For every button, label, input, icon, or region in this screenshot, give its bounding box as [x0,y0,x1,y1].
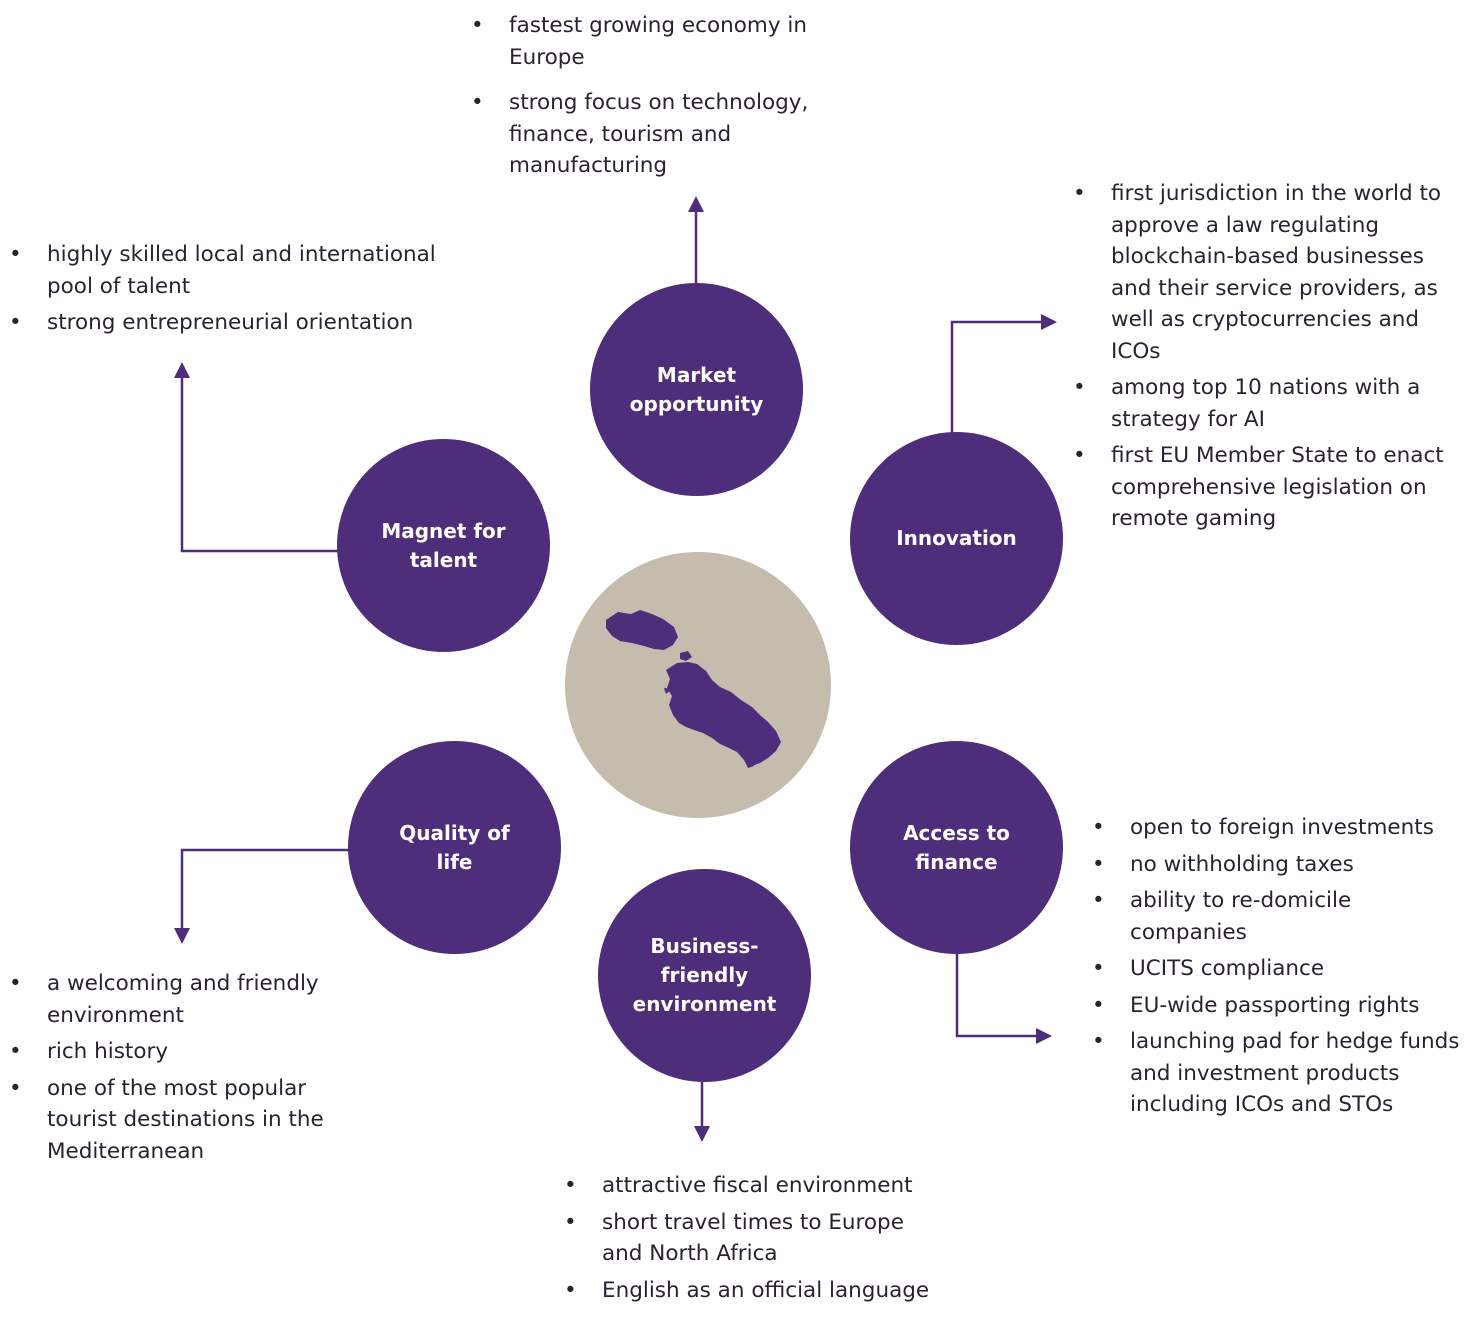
list-item: one of the most popular tourist destinat… [9,1073,359,1168]
list-item: among top 10 nations with a strategy for… [1073,372,1468,435]
node-business-line3: environment [632,992,777,1016]
node-access-to-finance: Access to finance [850,741,1063,954]
node-innovation-line1: Innovation [896,526,1017,550]
list-item: open to foreign investments [1092,812,1472,844]
list-item: rich history [9,1036,359,1068]
list-item: English as an official language [564,1275,939,1307]
business-bullet-list: attractive fiscal environment short trav… [564,1170,939,1311]
connector-quality [180,848,350,932]
finance-bullet-list: open to foreign investments no withholdi… [1092,812,1472,1126]
node-quality-line2: life [436,849,473,874]
node-business-friendly-environment: Business- friendly environment [598,869,811,1082]
node-magnet-for-talent: Magnet for talent [337,439,550,652]
node-talent-line1: Magnet for [381,518,506,543]
list-item: launching pad for hedge funds and invest… [1092,1026,1472,1121]
list-item: first EU Member State to enact comprehen… [1073,440,1468,535]
connector-innovation [950,320,1045,436]
node-innovation: Innovation [850,432,1063,645]
node-quality-of-life: Quality of life [348,741,561,954]
arrowhead-market [688,196,704,212]
list-item: no withholding taxes [1092,849,1472,881]
market-bullet-list: fastest growing economy in Europe strong… [471,10,841,196]
list-item: attractive fiscal environment [564,1170,939,1202]
arrowhead-finance [1036,1028,1052,1044]
list-item: fastest growing economy in Europe [471,10,841,73]
node-market-opportunity: Market opportunity [590,283,803,496]
node-finance-line1: Access to [903,820,1010,845]
list-item: short travel times to Europe and North A… [564,1207,939,1270]
list-item: ability to re-domicile companies [1092,885,1472,948]
list-item: a welcoming and friendly environment [9,968,359,1031]
connector-finance [955,952,1040,1038]
list-item: first jurisdiction in the world to appro… [1073,178,1468,367]
arrowhead-business [694,1126,710,1142]
node-finance-line2: finance [915,849,998,874]
arrowhead-talent [174,362,190,378]
arrowhead-innovation [1041,314,1057,330]
list-item: strong focus on technology, finance, tou… [471,87,841,182]
node-talent-line2: talent [409,547,478,572]
list-item: highly skilled local and international p… [9,239,469,302]
innovation-bullet-list: first jurisdiction in the world to appro… [1073,178,1468,540]
connector-talent [180,375,338,553]
list-item: EU-wide passporting rights [1092,990,1472,1022]
node-market-line2: opportunity [629,391,764,416]
node-business-line1: Business- [650,934,759,958]
node-market-line1: Market [656,362,737,387]
node-quality-line1: Quality of [399,820,510,845]
quality-bullet-list: a welcoming and friendly environment ric… [9,968,359,1172]
node-business-line2: friendly [660,963,749,987]
talent-bullet-list: highly skilled local and international p… [9,239,469,344]
malta-map-icon [606,610,781,768]
list-item: strong entrepreneurial orientation [9,307,469,339]
list-item: UCITS compliance [1092,953,1472,985]
arrowhead-quality [174,928,190,944]
